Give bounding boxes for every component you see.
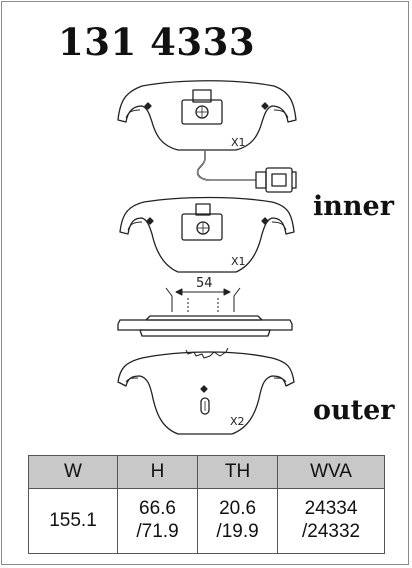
top-pad-quantity: X1 (231, 136, 246, 149)
cell-wva-line-1: 24334 (304, 498, 358, 520)
outer-pad (117, 347, 295, 435)
cell-th: 20.6 /19.9 (197, 488, 279, 554)
header-wva: WVA (277, 455, 385, 489)
header-h: H (116, 455, 199, 489)
cell-w-line-1: 155.1 (49, 509, 97, 531)
cell-wva: 24334 /24332 (277, 488, 385, 554)
cell-wva-line-2: /24332 (301, 521, 361, 542)
outer-label: outer (313, 395, 395, 426)
cell-h: 66.6 /71.9 (116, 488, 199, 554)
top-pad-with-sensor (117, 80, 297, 193)
spec-table: W H TH WVA 155.1 66.6 /71.9 20.6 /19.9 2… (28, 455, 385, 554)
part-number: 131 4333 (58, 20, 256, 64)
inner-pad (119, 196, 295, 273)
header-w: W (28, 455, 118, 489)
cell-h-line-1: 66.6 (139, 498, 176, 520)
inner-label: inner (313, 191, 394, 222)
cell-w: 155.1 (28, 488, 118, 554)
spec-header-row: W H TH WVA (28, 455, 385, 489)
inner-pad-quantity: X1 (231, 255, 246, 268)
dimension-label: 54 (196, 276, 213, 291)
cell-th-line-1: 20.6 (219, 498, 257, 520)
cell-th-line-2: /19.9 (216, 521, 259, 542)
header-th: TH (197, 455, 279, 489)
spec-value-row: 155.1 66.6 /71.9 20.6 /19.9 24334 /24332 (28, 488, 385, 554)
cell-h-line-2: /71.9 (136, 521, 179, 542)
pad-side-profile (117, 315, 293, 337)
outer-pad-quantity: X2 (230, 415, 245, 428)
dimension-marker (165, 287, 241, 312)
